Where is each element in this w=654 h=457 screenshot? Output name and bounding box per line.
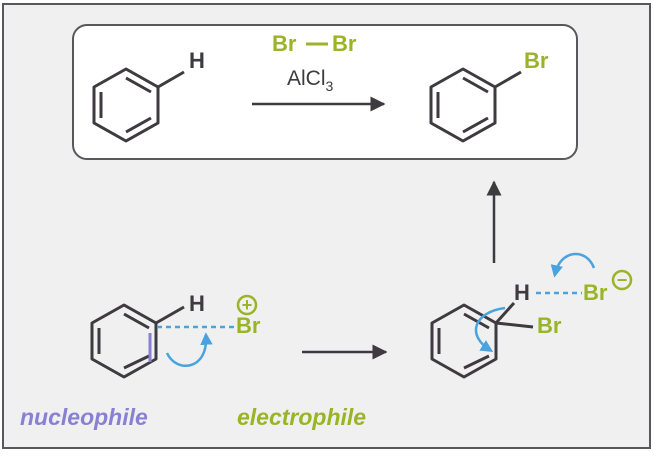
overall-reaction-box bbox=[72, 24, 578, 160]
reactant-hydrogen: H bbox=[189, 48, 205, 73]
product-bromine: Br bbox=[524, 48, 549, 73]
plus-charge-circle bbox=[236, 294, 258, 316]
curly-arrow-1 bbox=[165, 332, 213, 367]
mechanism-hydrogen: H bbox=[189, 291, 205, 316]
intermediate-hydrogen: H bbox=[514, 280, 530, 305]
catalyst-label: AlCl3 bbox=[287, 67, 334, 94]
curly-arrow-3 bbox=[550, 252, 596, 278]
curly-arrow-2 bbox=[474, 306, 506, 352]
minus-charge-circle bbox=[611, 269, 633, 291]
minus-charge: − bbox=[617, 270, 628, 290]
benzene-reactant bbox=[92, 67, 185, 143]
bromobenzene-product bbox=[429, 67, 522, 143]
bromide-anion: Br bbox=[583, 280, 608, 305]
bromine-cation: Br bbox=[236, 313, 261, 338]
intermediate-bromine: Br bbox=[537, 313, 562, 338]
reagent-bromine-right: Br bbox=[332, 31, 357, 56]
arenium-intermediate bbox=[430, 301, 534, 379]
reagent-bromine-left: Br bbox=[272, 31, 297, 56]
plus-charge: + bbox=[242, 295, 253, 315]
electrophile-label: electrophile bbox=[237, 404, 366, 430]
benzene-nucleophile bbox=[90, 303, 185, 379]
nucleophile-label: nucleophile bbox=[20, 404, 148, 430]
